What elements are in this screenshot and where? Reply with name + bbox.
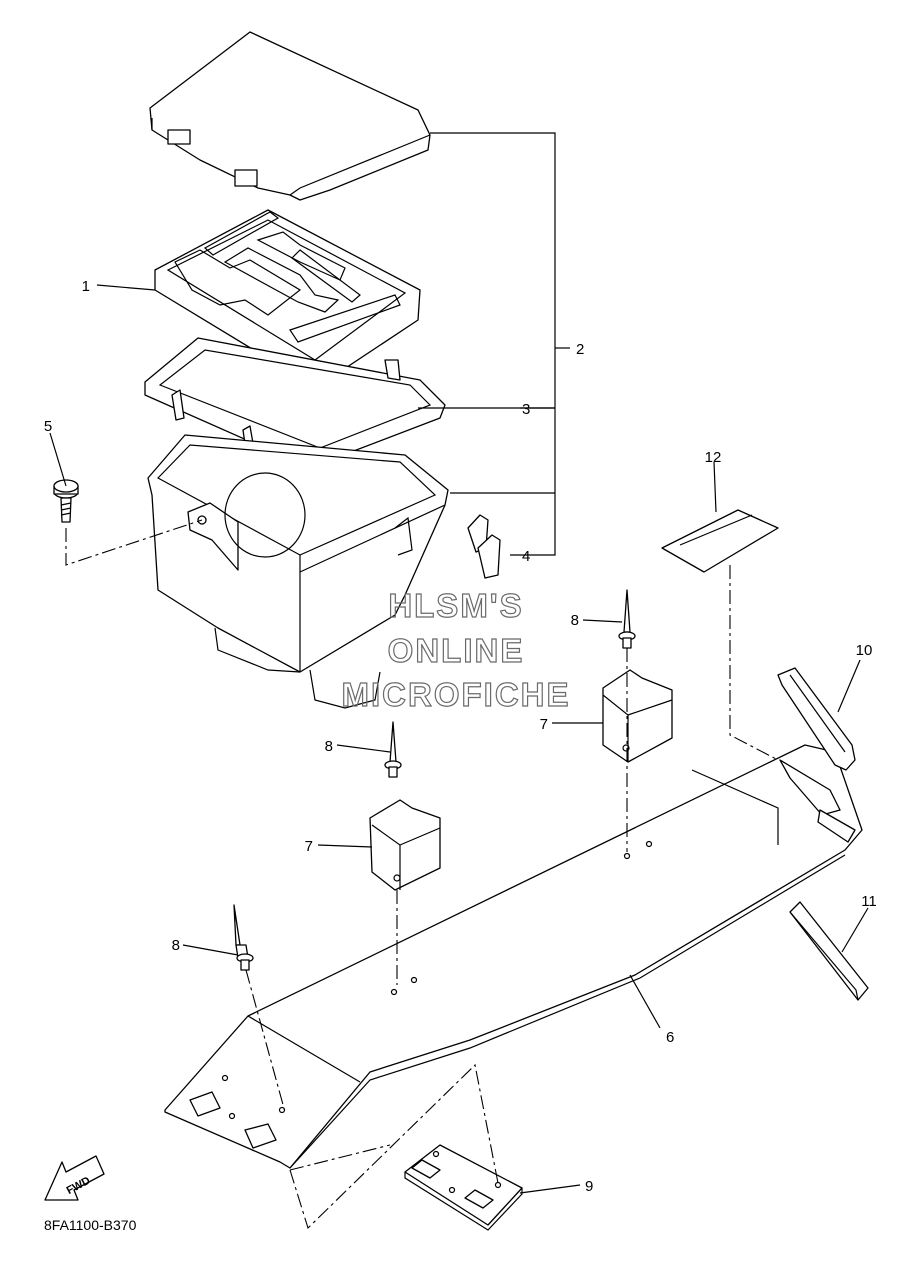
box-part [147,434,449,709]
screw-part [53,479,79,523]
strap-part [777,667,856,771]
watermark: HLSM'S ONLINE MICROFICHE [341,586,571,713]
callouts: 1 2 3 4 5 6 7 7 8 8 8 9 10 11 12 [44,278,877,1195]
base-plate-part [164,744,863,1169]
tool-tray-part [154,209,421,386]
callout-7-left: 7 [305,838,313,855]
damper-part [467,514,501,579]
plate-part [404,1144,523,1231]
watermark-line-2: ONLINE [388,632,525,669]
callout-6: 6 [666,1029,674,1046]
callout-7-right: 7 [540,716,548,733]
callout-2: 2 [576,341,584,358]
callout-4: 4 [522,548,530,565]
rivet-part-left [233,904,254,971]
clamp-part-right [602,669,673,763]
watermark-line-3: MICROFICHE [342,676,571,713]
callout-11: 11 [861,893,877,910]
fwd-arrow: FWD [44,1155,105,1201]
callout-12: 12 [705,449,722,466]
callout-3: 3 [522,401,530,418]
cover-part [149,31,431,201]
bar-part [789,901,869,1001]
rivet-part-right [618,589,636,649]
callout-8-right: 8 [571,612,579,629]
watermark-line-1: HLSM'S [388,587,523,624]
frame-part [144,337,446,469]
drawing-code: 8FA1100-B370 [44,1217,137,1233]
callout-8-middle: 8 [325,738,333,755]
leader-lines [49,132,869,1194]
label-part [661,509,779,573]
callout-10: 10 [856,642,873,659]
callout-5: 5 [44,418,52,435]
callout-9: 9 [585,1178,593,1195]
assembly-lines [65,519,779,1230]
clamp-part-left [369,799,441,891]
callout-8-left: 8 [172,937,180,954]
rivet-part-middle [384,721,402,778]
callout-1: 1 [82,278,90,295]
